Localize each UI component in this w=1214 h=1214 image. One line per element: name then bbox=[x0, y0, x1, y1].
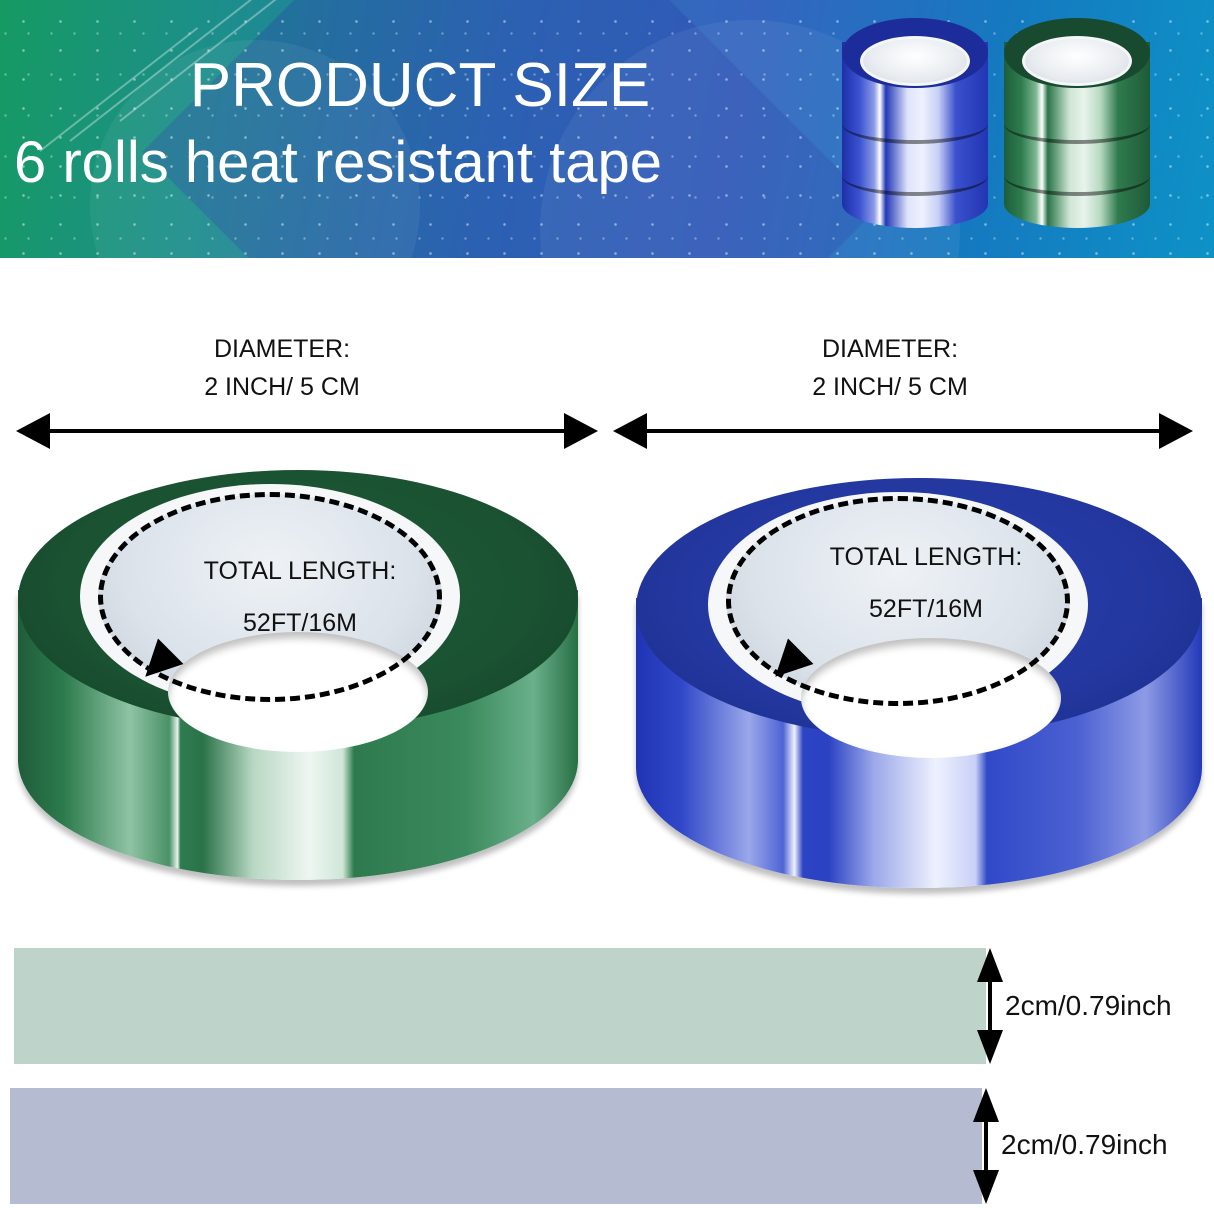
diameter-label: DIAMETER: bbox=[213, 335, 351, 363]
diameter-annotation-green: DIAMETER: 2 INCH/ 5 CM bbox=[132, 330, 432, 406]
banner-title: PRODUCT SIZE bbox=[189, 51, 651, 120]
width-arrow-icon bbox=[973, 1088, 999, 1204]
diameter-arrow-icon bbox=[613, 413, 1193, 449]
diameter-annotation-blue: DIAMETER: 2 INCH/ 5 CM bbox=[740, 330, 1040, 406]
length-label: TOTAL LENGTH: bbox=[829, 543, 1023, 571]
green-roll-stack-image bbox=[1004, 8, 1150, 238]
stack-top bbox=[1004, 18, 1150, 88]
stack-top bbox=[842, 18, 988, 88]
banner: PRODUCT SIZE 6 rolls heat resistant tape bbox=[0, 0, 1214, 258]
stack-core bbox=[1022, 36, 1132, 86]
stack-separator bbox=[842, 156, 988, 196]
width-label: 2cm/0.79inch bbox=[1001, 1129, 1168, 1160]
blue-roll-stack-image bbox=[842, 8, 988, 238]
length-value: 52FT/16M bbox=[243, 609, 357, 637]
green-tape-roll-image: TOTAL LENGTH: 52FT/16M bbox=[18, 470, 578, 880]
stack-separator bbox=[1004, 156, 1150, 196]
stack-separator bbox=[1004, 104, 1150, 144]
length-dashed-path-icon bbox=[98, 492, 442, 702]
length-dashed-path-icon bbox=[726, 496, 1070, 706]
stack-separator bbox=[842, 104, 988, 144]
width-arrow-icon bbox=[977, 948, 1003, 1064]
length-label: TOTAL LENGTH: bbox=[203, 557, 397, 585]
diameter-value: 2 INCH/ 5 CM bbox=[812, 373, 968, 401]
width-label: 2cm/0.79inch bbox=[1005, 990, 1172, 1021]
length-value: 52FT/16M bbox=[869, 595, 983, 623]
blue-tape-roll-image: TOTAL LENGTH: 52FT/16M bbox=[636, 478, 1202, 888]
green-tape-strip bbox=[14, 948, 986, 1064]
blue-tape-strip bbox=[10, 1088, 982, 1204]
diameter-arrow-icon bbox=[16, 413, 598, 449]
banner-subtitle: 6 rolls heat resistant tape bbox=[14, 130, 663, 195]
diameter-value: 2 INCH/ 5 CM bbox=[204, 373, 360, 401]
stack-core bbox=[860, 36, 970, 86]
diameter-label: DIAMETER: bbox=[821, 335, 959, 363]
